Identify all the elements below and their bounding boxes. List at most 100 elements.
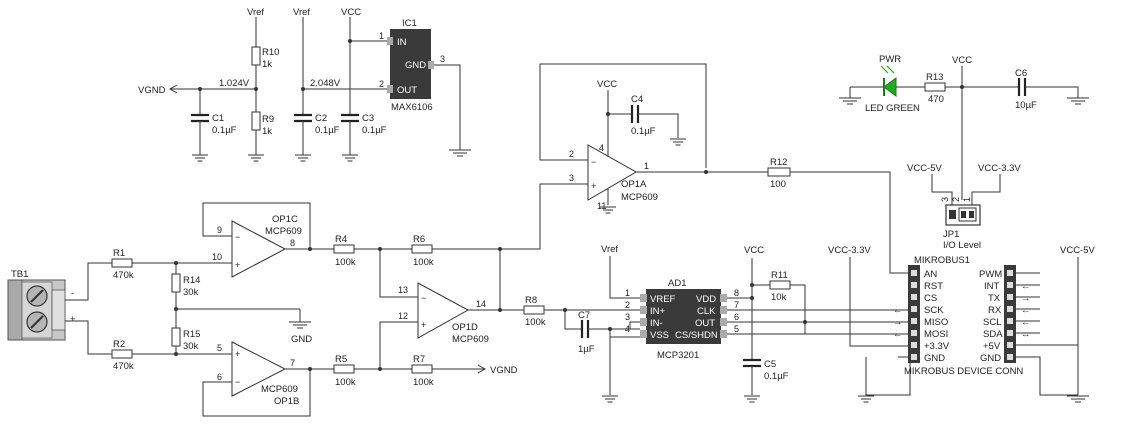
resistor-r14 xyxy=(171,273,181,293)
jp1-pin-2: 2 xyxy=(951,197,961,202)
mikrobus-footer: MIKROBUS DEVICE CONN xyxy=(904,366,1023,377)
resistor-r12 xyxy=(767,167,791,177)
ic1-section: VCC C3 0.1µF 1 2 IN GND OUT IC1 MAX6106 … xyxy=(341,7,472,162)
op1a-pin-vdd: 4 xyxy=(599,143,604,153)
vref-divider: Vref R10 1k R9 1k 1.024V VGND C1 0.1µF xyxy=(138,7,279,162)
v2048-label: 2.048V xyxy=(310,78,341,89)
ad1-pin-vdd: VDD xyxy=(696,294,716,305)
adc-ad1: Vref AD1 VREF IN+ IN- VSS VDD CLK OUT CS… xyxy=(601,244,911,403)
op1b-pin-inv: 6 xyxy=(217,372,222,382)
led-ref: PWR xyxy=(879,54,901,65)
r15-value: 30k xyxy=(183,341,199,352)
r5-ref: R5 xyxy=(335,354,347,365)
r7-ref: R7 xyxy=(413,354,425,365)
ad1-pin-vref: VREF xyxy=(650,294,676,305)
r1-ref: R1 xyxy=(113,248,125,259)
mb-left-rst: RST xyxy=(924,281,943,292)
c5-ref: C5 xyxy=(764,359,776,370)
ad1-part: MCP3201 xyxy=(657,350,699,361)
ic1-pin-out: OUT xyxy=(397,85,417,96)
op1b-ref: OP1B xyxy=(274,396,299,407)
r13-ref: R13 xyxy=(926,72,943,83)
r2-value: 470k xyxy=(113,361,134,372)
r10-value: 1k xyxy=(262,59,272,70)
ic1-pin-num-out: 2 xyxy=(379,79,384,89)
op1d-part: MCP609 xyxy=(452,334,489,345)
svg-text:+: + xyxy=(421,320,426,330)
mb-right-gnd: GND xyxy=(980,353,1001,364)
resistor-r5 xyxy=(333,364,355,374)
ad1-num-7: 7 xyxy=(734,300,739,310)
net-label-vcc-adc: VCC xyxy=(744,245,764,256)
r8-ref: R8 xyxy=(525,295,537,306)
op1c-part: MCP609 xyxy=(265,226,302,237)
c5-value: 0.1µF xyxy=(764,371,789,382)
ad1-pin-out: OUT xyxy=(695,318,715,329)
op1c-pin-out: 8 xyxy=(290,238,295,248)
r6-ref: R6 xyxy=(413,234,425,245)
mikrobus-ref: MIKROBUS1 xyxy=(914,255,970,266)
ad1-pin-clk: CLK xyxy=(697,306,716,317)
opamp-op1c: − + 9 10 8 OP1C MCP609 xyxy=(202,202,334,278)
op1b-pin-out: 7 xyxy=(290,358,295,368)
r1-value: 470k xyxy=(113,270,134,281)
mb-left-an: AN xyxy=(924,269,937,280)
r10-ref: R10 xyxy=(262,47,279,58)
net-label-vref-adc: Vref xyxy=(601,244,618,255)
resistor-r8 xyxy=(523,305,545,315)
ad1-num-6: 6 xyxy=(734,312,739,322)
mb-left-33v: +3.3V xyxy=(924,341,950,352)
net-label-vcc33-jp: VCC-3.3V xyxy=(978,163,1021,174)
jp1-pin-1: 1 xyxy=(962,197,972,202)
c2-ref: C2 xyxy=(315,113,327,124)
ad1-num-3: 3 xyxy=(625,312,630,322)
mb-arrow-tx: → xyxy=(1021,293,1031,304)
r11-ref: R11 xyxy=(771,270,788,281)
net-label-vref-1: Vref xyxy=(247,7,264,18)
c2-value: 0.1µF xyxy=(315,125,340,136)
op1a-pin-out: 1 xyxy=(644,161,649,171)
jp1-ref: JP1 xyxy=(943,229,959,240)
mb-left-sck: SCK xyxy=(924,305,944,316)
net-label-vcc-led: VCC xyxy=(952,55,972,66)
svg-text:−: − xyxy=(235,377,240,387)
svg-text:+: + xyxy=(235,349,240,359)
op1a-ref: OP1A xyxy=(621,179,647,190)
mb-arrow-rx: ← xyxy=(1021,305,1031,316)
mb-right-tx: TX xyxy=(988,293,1001,304)
mb-right-sda: SDA xyxy=(983,329,1003,340)
r12-ref: R12 xyxy=(770,157,787,168)
c1-ref: C1 xyxy=(212,113,224,124)
mb-left-mosi: MOSI xyxy=(924,329,948,340)
r14-value: 30k xyxy=(183,287,199,298)
ad1-body xyxy=(646,289,721,344)
gnd-label: GND xyxy=(291,334,312,345)
resistor-r4 xyxy=(333,244,355,254)
r12-value: 100 xyxy=(770,179,786,190)
mb-left-cs: CS xyxy=(924,293,937,304)
ic1-pin-in: IN xyxy=(397,37,407,48)
net-label-vcc33-mb: VCC-3.3V xyxy=(828,245,871,256)
jumper-jp1: VCC-5V VCC-3.3V 3 2 1 JP1 I/O Level xyxy=(907,163,1021,251)
r6-value: 100k xyxy=(413,257,434,268)
mb-right-5v: +5V xyxy=(983,341,1001,352)
tb1-minus: - xyxy=(71,288,74,299)
svg-text:+: + xyxy=(235,260,240,270)
op1d-ref: OP1D xyxy=(452,322,478,333)
power-led-section: PWR LED GREEN R13 470 VCC C6 10µF xyxy=(838,54,1090,200)
mb-arrow-sck: ← xyxy=(893,305,903,316)
c7-ref: C7 xyxy=(578,310,590,321)
led-label: LED GREEN xyxy=(865,103,920,114)
r9-ref: R9 xyxy=(262,114,274,125)
ic1-pin-num-gnd: 3 xyxy=(440,54,445,64)
resistor-r6 xyxy=(411,244,433,254)
op1c-ref: OP1C xyxy=(272,214,298,225)
ic1-pin-num-in: 1 xyxy=(379,31,384,41)
ad1-num-8: 8 xyxy=(734,288,739,298)
net-label-vcc5-mb: VCC-5V xyxy=(1060,245,1096,256)
c6-ref: C6 xyxy=(1015,68,1027,79)
r4-value: 100k xyxy=(335,257,356,268)
r11-value: 10k xyxy=(771,292,787,303)
